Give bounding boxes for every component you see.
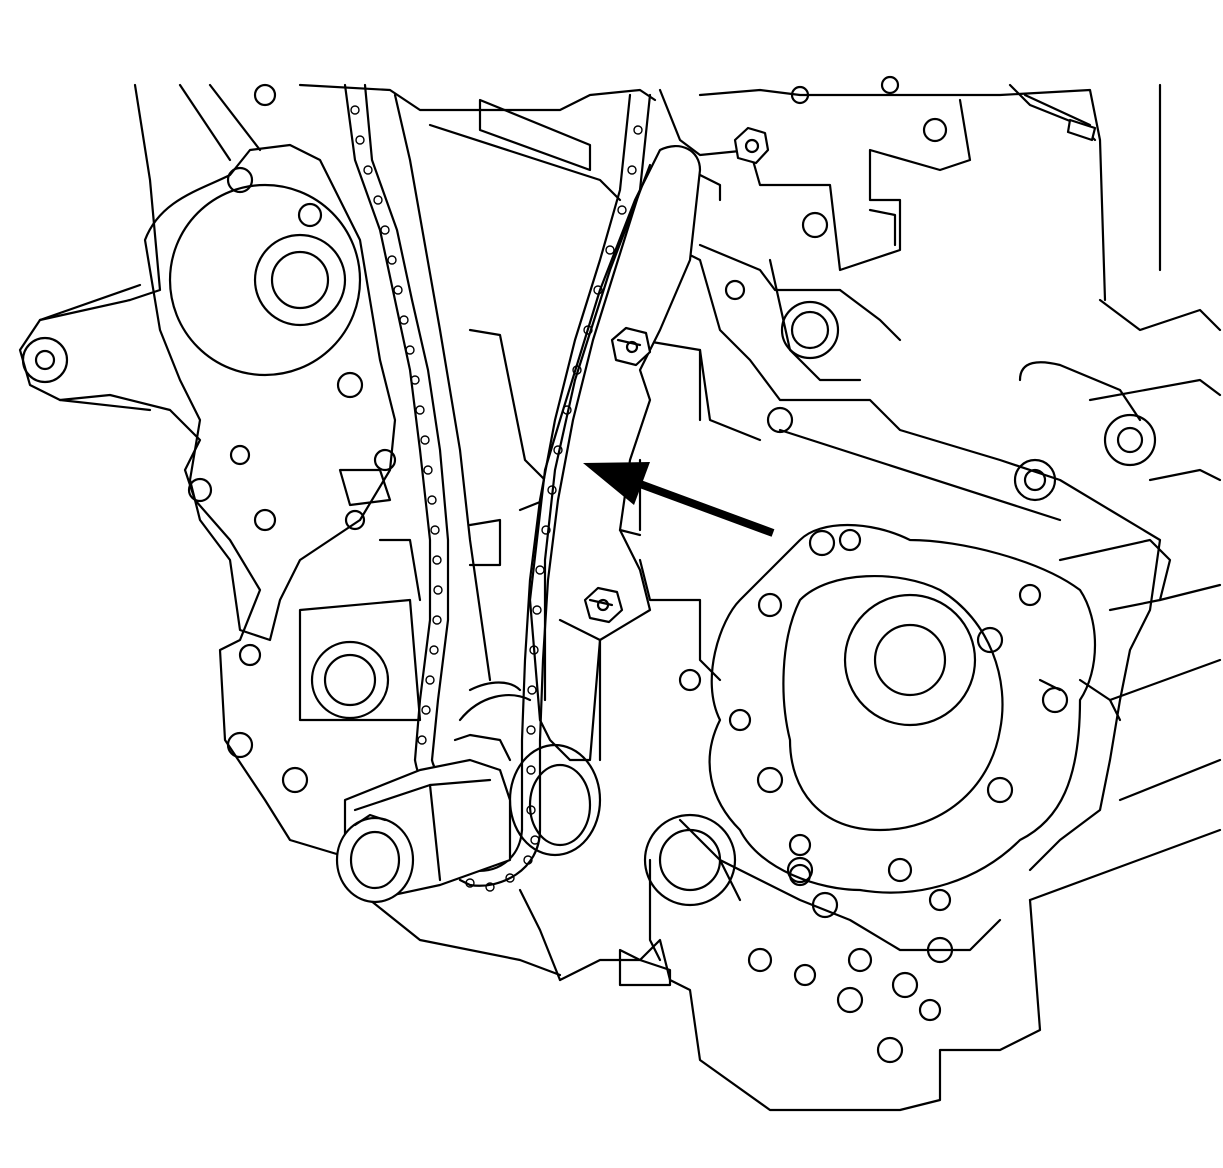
callout-arrow: [583, 462, 775, 537]
central-cavity: [393, 93, 622, 692]
chain-tensioner: [335, 758, 512, 904]
lower-boss: [618, 813, 737, 987]
crank-sprocket: [453, 694, 602, 857]
lower-right-block: [678, 818, 1002, 1064]
timing-chain: [343, 83, 652, 892]
upper-right-brackets: [658, 75, 972, 382]
stud-bolt: [733, 83, 1097, 165]
chain-guide: [528, 145, 702, 762]
left-head-face: [143, 83, 397, 794]
guide-bolt-lower: [583, 586, 624, 624]
engine-block: [18, 83, 1222, 1112]
right-housing: [638, 238, 1162, 872]
left-lower-boss: [298, 538, 422, 722]
guide-bolt-upper: [610, 326, 652, 367]
pump-flange: [678, 523, 1172, 894]
